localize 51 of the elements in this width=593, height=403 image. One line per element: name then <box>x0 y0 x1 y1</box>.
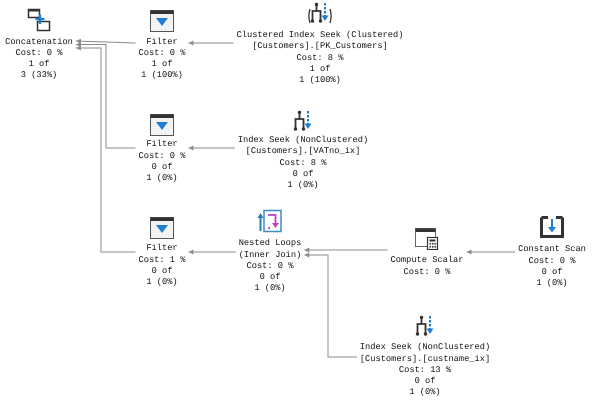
operator-stat: 1 (0%) <box>287 180 319 192</box>
connector-arrow <box>304 252 358 358</box>
operator-name: Index Seek (NonClustered) <box>360 342 490 354</box>
operator-stat: Cost: 8 % <box>296 52 344 64</box>
operator-stat: (Inner Join) <box>238 250 302 261</box>
connector-arrow <box>75 46 136 252</box>
operator-name: Nested Loops <box>238 238 302 250</box>
operator-stat: Cost: 0 % <box>246 260 294 272</box>
operator-stat: 0 of <box>542 266 562 278</box>
operator-name: Filter <box>146 36 178 48</box>
operator-stat: 1 (0%) <box>409 387 441 399</box>
connector-arrow <box>188 250 236 254</box>
operator-stat: 1 of <box>152 59 172 70</box>
operator-stat: Cost: 1 % <box>138 254 186 266</box>
operator-name: Compute Scalar <box>390 255 464 267</box>
connector-arrow <box>466 250 516 254</box>
operator-stat: 1 (100%) <box>299 75 341 86</box>
operator-stat: Cost: 0 % <box>528 256 576 267</box>
connector-arrow <box>304 248 388 252</box>
operator-stat: 0 of <box>292 168 314 180</box>
operator-stat: Cost: 13 % <box>398 364 452 376</box>
operator-stat: 0 of <box>152 266 172 278</box>
operator-name: Filter <box>146 243 178 255</box>
operator-name: Index Seek (NonClustered) <box>238 135 368 146</box>
operator-stat: 1 of <box>28 59 50 70</box>
operator-stat: 0 of <box>414 376 436 388</box>
operator-stat: 1 (0%) <box>146 277 178 288</box>
connector-arrow <box>188 146 236 150</box>
operator-name: Filter <box>146 139 178 151</box>
operator-stat: Cost: 0 % <box>404 266 450 278</box>
operator-stat: [Customers].[PK_Customers] <box>252 41 388 53</box>
operator-stat: 0 of <box>152 162 172 174</box>
operator-stat: Cost: 0 % <box>138 48 186 60</box>
operator-name: Clustered Index Seek (Clustered) <box>236 30 404 42</box>
connector-arrow <box>75 42 136 148</box>
connector-arrow <box>188 40 234 46</box>
operator-stat: 1 (0%) <box>146 173 178 184</box>
operator-stat: 3 (33%) <box>20 70 58 82</box>
operator-stat: 0 of <box>260 272 280 284</box>
operator-stat: 1 (100%) <box>141 70 183 82</box>
operator-stat: [Customers].[custname_ix] <box>360 354 490 365</box>
operator-stat: Cost: 0 % <box>16 48 62 60</box>
operator-name: Concatenation <box>5 36 73 48</box>
operator-name: Constant Scan <box>518 244 586 256</box>
operator-stat: [Customers].[VATno_ix] <box>246 146 360 158</box>
connector-arrow <box>75 38 136 44</box>
operator-stat: 1 (0%) <box>254 283 286 295</box>
operator-stat: Cost: 8 % <box>280 158 326 169</box>
operator-stat: 1 of <box>310 64 330 76</box>
operator-stat: Cost: 0 % <box>138 150 186 162</box>
operator-stat: 1 (0%) <box>536 278 568 290</box>
